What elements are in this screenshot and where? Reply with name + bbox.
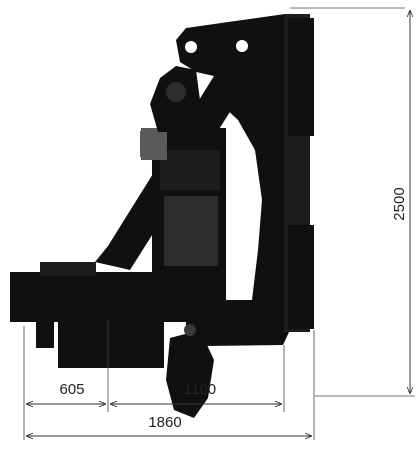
machine-silhouette bbox=[10, 14, 314, 418]
dimension-width-total-label: 1860 bbox=[148, 414, 181, 431]
extension-lines bbox=[23, 7, 415, 440]
dimension-height-label: 2500 bbox=[391, 187, 408, 220]
dimension-width-right: 1100 bbox=[110, 381, 282, 404]
dimension-height: 2500 bbox=[391, 10, 410, 394]
dimension-width-total: 1860 bbox=[26, 414, 312, 436]
dimension-width-left-label: 605 bbox=[59, 381, 84, 398]
dimension-width-right-label: 1100 bbox=[184, 381, 216, 398]
dimension-width-left: 605 bbox=[26, 381, 106, 404]
